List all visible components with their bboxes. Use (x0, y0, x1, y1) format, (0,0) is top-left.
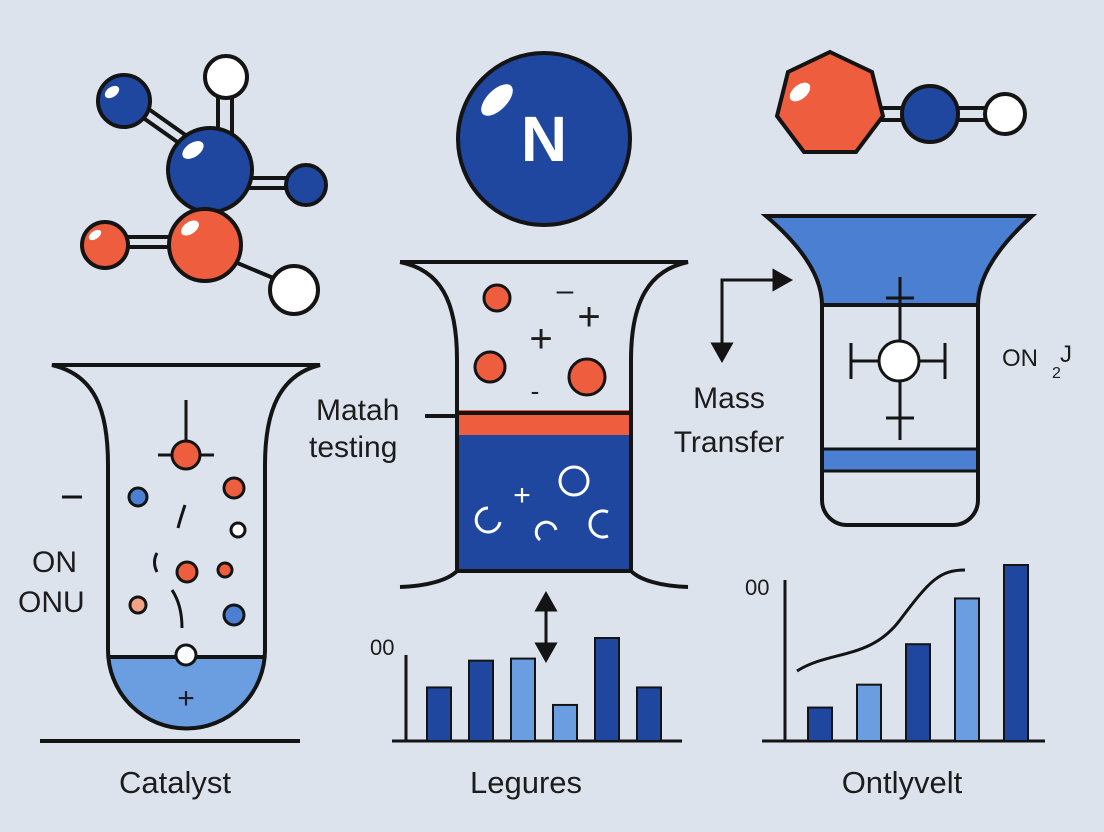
mass-transfer-label-1: Mass (693, 382, 765, 415)
white-atom (983, 92, 1027, 136)
navy-atom (166, 126, 254, 214)
middle-side-label-2: testing (309, 431, 397, 464)
chart-2-tick-label: 00 (745, 575, 769, 600)
nitrogen-atom: N (456, 51, 632, 227)
navy-atom (900, 84, 960, 144)
svg-text:ON: ON (1002, 345, 1038, 372)
linear-molecule (774, 49, 1027, 154)
chart-2-bar-4 (954, 597, 980, 742)
svg-text:+: + (577, 295, 600, 339)
chart-1-bar-1 (426, 686, 452, 743)
left-side-label-2: ONU (18, 586, 85, 619)
chart-1-tick-label: 00 (370, 635, 394, 660)
svg-text:+: + (529, 317, 552, 361)
svg-text:2: 2 (1052, 365, 1061, 382)
atom-highlights (88, 85, 204, 241)
middle-side-label-1: Matah (316, 394, 399, 427)
catalyst-vessel: + (51, 363, 321, 731)
vertical-double-arrow (534, 590, 558, 664)
chart-1-bar-3 (510, 657, 536, 742)
chart-2-bar-2 (856, 683, 882, 742)
right-bar-chart: 00 (745, 564, 1045, 743)
navy-atom (284, 163, 328, 207)
chart-1-bar-4 (552, 703, 578, 743)
mass-transfer-vessel (760, 214, 1038, 527)
ontlyvelt-caption: Ontlyvelt (842, 765, 963, 800)
white-atom (203, 54, 249, 100)
svg-text:-: - (531, 376, 540, 406)
chart-2-bar-1 (807, 706, 833, 742)
svg-text:–: – (557, 274, 574, 307)
chart-2-bar-5 (1003, 564, 1029, 742)
chart-1-bar-2 (468, 659, 494, 742)
middle-bar-chart: 00 (370, 635, 682, 743)
atom-highlight (789, 82, 811, 102)
chart-1-bar-5 (594, 637, 620, 742)
mass-transfer-label-2: Transfer (674, 426, 785, 459)
middle-vessel: – + + - + (399, 260, 689, 589)
svg-text:+: + (177, 682, 195, 715)
orange-heptagon-atom (774, 49, 886, 154)
orange-atom (167, 207, 243, 283)
svg-text:J: J (1060, 341, 1072, 368)
svg-text:+: + (513, 479, 531, 512)
left-side-label-1: ON (32, 546, 77, 579)
chart-2-bar-3 (905, 643, 931, 743)
branched-molecule (80, 54, 328, 316)
white-atom (268, 264, 320, 316)
chart-1-bar-6 (636, 686, 662, 743)
side-formula: ON 2 J (1002, 341, 1072, 382)
orange-atom (80, 220, 130, 270)
catalyst-caption: Catalyst (119, 765, 231, 800)
navy-atom (96, 73, 152, 129)
right-angle-arrows (710, 268, 794, 364)
atom-symbol: N (521, 103, 567, 175)
legures-caption: Legures (470, 765, 582, 800)
chart-2-trend-line (796, 568, 966, 673)
